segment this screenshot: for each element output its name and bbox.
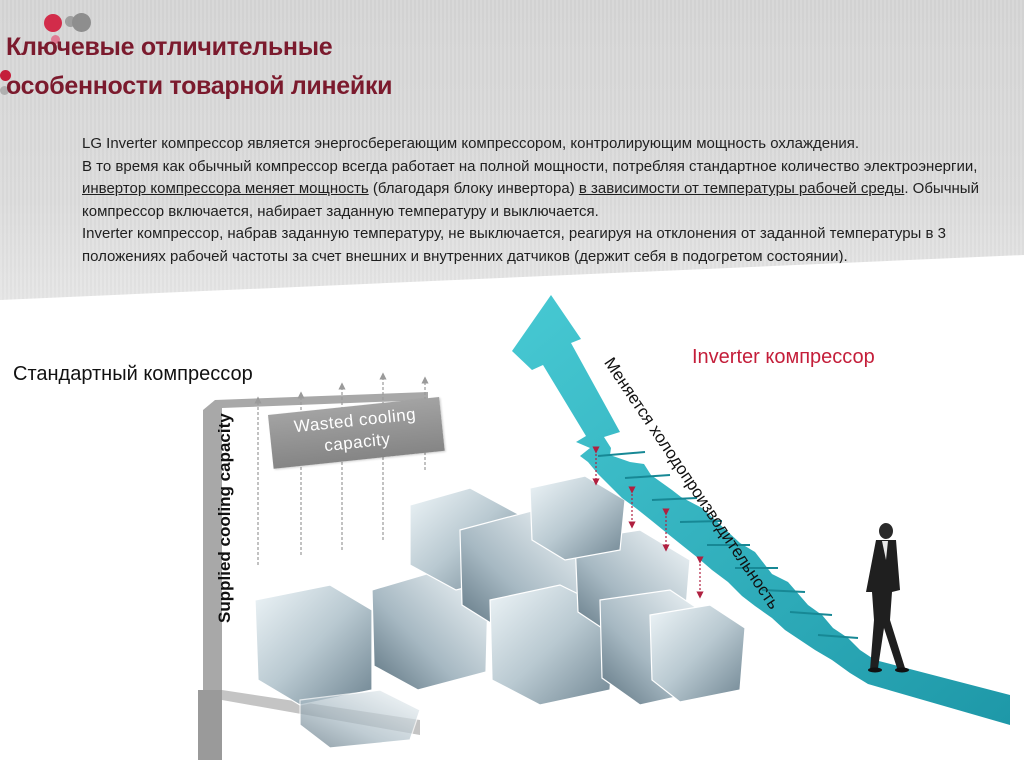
paragraph-3: Inverter компрессор, набрав заданную тем…: [34, 223, 1014, 268]
inverter-variation-arrows: [592, 446, 704, 599]
inverter-staircase-arrow: [512, 295, 1010, 725]
paragraph-2-text-b: (благодаря блоку инвертора): [368, 180, 579, 197]
dot-pink-small: [51, 35, 60, 44]
ice-cubes-illustration: [254, 475, 746, 749]
decorative-dots: [0, 0, 100, 110]
page-title: Ключевые отличительные особенности товар…: [6, 28, 606, 106]
inverter-compressor-label: Inverter компрессор: [692, 346, 875, 368]
body-text: LG Inverter компрессор является энергосб…: [34, 133, 1014, 268]
dot-red-edge: [0, 70, 11, 81]
supplied-cooling-capacity-label: Supplied cooling capacity: [215, 413, 234, 623]
paragraph-1-text: LG Inverter компрессор является энергосб…: [82, 135, 860, 152]
dot-gray-small: [65, 16, 76, 27]
dot-gray-edge: [0, 86, 9, 95]
paragraph-2-underline-1: инвертор компрессора меняет мощность: [82, 180, 369, 197]
paragraph-2-underline-2: в зависимости от температуры рабочей сре…: [578, 180, 905, 197]
dot-red-large: [44, 14, 62, 32]
paragraph-3-text: Inverter компрессор, набрав заданную тем…: [82, 225, 946, 265]
walking-man-figure: [866, 523, 909, 673]
dot-gray-large: [72, 13, 91, 32]
paragraph-1: LG Inverter компрессор является энергосб…: [34, 133, 1014, 156]
paragraph-2-text-c: . Обычный компрессор включается, набирае…: [82, 180, 979, 220]
title-line-2: особенности товарной линейки: [6, 72, 393, 100]
paragraph-2: В то время как обычный компрессор всегда…: [34, 156, 1014, 224]
paragraph-2-text-a: В то время как обычный компрессор всегда…: [82, 157, 978, 175]
standard-compressor-label: Стандартный компрессор: [13, 363, 253, 385]
title-line-1: Ключевые отличительные: [6, 33, 333, 61]
